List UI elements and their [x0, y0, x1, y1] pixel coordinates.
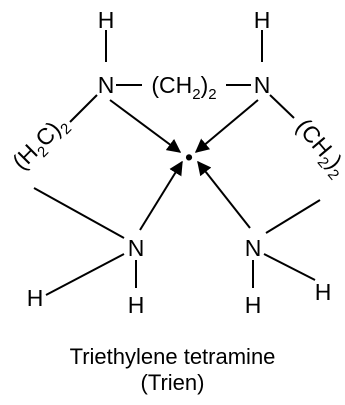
atom-n-bottom-right: N — [245, 235, 262, 261]
left-arm-open: (H — [7, 139, 43, 175]
bridge-group-label: (CH2)2 — [151, 72, 216, 103]
bond-nbr-h-right — [263, 253, 316, 281]
bridge-close: ) — [201, 72, 209, 98]
atom-h-nbr-right: H — [315, 279, 332, 305]
right-arm-main: (CH — [291, 114, 337, 162]
caption-abbreviation: (Trien) — [140, 370, 205, 395]
atom-h-nbl-below: H — [128, 292, 145, 318]
bridge-subscript: 2 — [192, 86, 200, 103]
coord-arrow-top-left — [109, 99, 182, 153]
atom-h-nbl-left: H — [27, 285, 44, 311]
bond-n-right-arm — [269, 94, 295, 119]
bond-n-left-arm — [69, 94, 98, 123]
bridge-main: (CH — [151, 72, 192, 98]
atom-n-top-right: N — [254, 72, 271, 98]
atom-n-bottom-left: N — [128, 235, 145, 261]
left-arm-c: C) — [30, 116, 66, 152]
atom-n-top-left: N — [98, 72, 115, 98]
metal-center-dot: • — [185, 144, 193, 170]
coord-arrow-top-right — [194, 99, 259, 153]
coord-arrow-bottom-left — [139, 160, 183, 231]
right-arm-group-label: (CH2)2 — [287, 114, 345, 184]
bond-nbl-h-left — [45, 253, 125, 296]
atom-h-top-right: H — [254, 7, 271, 33]
bond-left-arm-n-bottom — [33, 187, 125, 239]
coord-arrow-bottom-right — [197, 160, 251, 229]
bridge-count: 2 — [208, 86, 216, 103]
caption-compound-name: Triethylene tetramine — [69, 344, 276, 369]
atom-h-top-left: H — [98, 7, 115, 33]
left-arm-group-label: (H2C)2 — [7, 110, 75, 178]
atom-h-nbr-below: H — [245, 292, 262, 318]
bond-right-arm-n-bottom — [265, 199, 321, 234]
